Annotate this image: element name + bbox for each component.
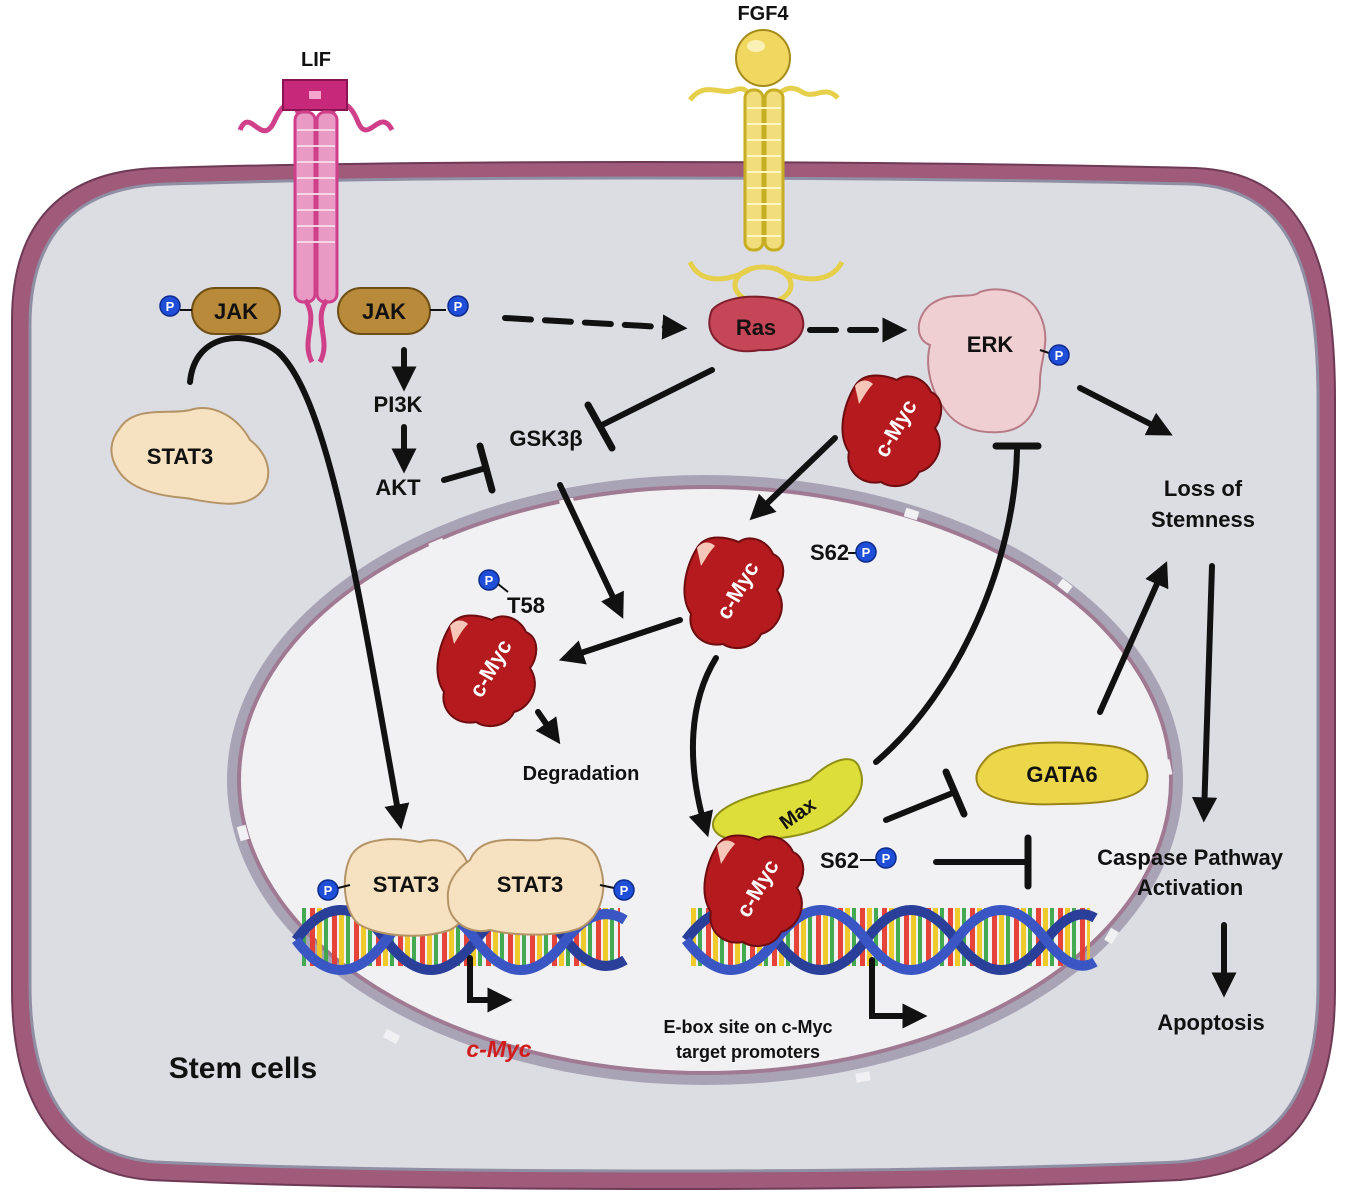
arrow-jak-ras: [502, 314, 688, 340]
inhibit-ras-gsk3b: [599, 367, 715, 428]
arrow-t58-degradation: [535, 709, 561, 745]
akt-label: AKT: [375, 475, 421, 500]
arrow-jak-stat3: [187, 335, 410, 830]
s62-bottom-label: S62: [820, 848, 859, 873]
phospho-label: P: [485, 573, 494, 588]
ebox-label-line1: E-box site on c-Myc: [663, 1017, 832, 1037]
phospho-label: P: [620, 883, 629, 898]
gata6-protein: GATA6: [975, 741, 1149, 806]
jak-right-label: JAK: [362, 299, 406, 324]
phospho-jak-left: P: [159, 295, 181, 317]
arrow-cmyc-dna: [688, 655, 719, 838]
cmyc-dna-bound: c-Myc: [703, 834, 805, 948]
cmyc-erk-bound: c-Myc: [841, 374, 943, 488]
ras-label: Ras: [736, 315, 776, 340]
phospho-stat3-right: P: [613, 879, 635, 901]
phospho-erk: P: [1048, 344, 1070, 366]
arrow-erk-loss: [1077, 385, 1173, 436]
phospho-s62-bottom: P: [875, 847, 897, 869]
loss-stemness-label-line1: Loss of: [1164, 476, 1243, 501]
erk-protein: ERK: [917, 288, 1047, 434]
arrow-erk-cmyc-nuclear: [749, 435, 838, 521]
inhibit-max-gata6: [883, 789, 958, 823]
lif-receptor: [237, 79, 395, 364]
phospho-stat3-left: P: [317, 879, 339, 901]
pathway-arrows: [187, 314, 1237, 998]
stem-cells-label: Stem cells: [169, 1052, 317, 1085]
fgf4-label: FGF4: [737, 3, 789, 25]
inhibit-max-erk: [873, 447, 1020, 765]
phospho-label: P: [1055, 348, 1064, 363]
phospho-label: P: [862, 545, 871, 560]
apoptosis-label: Apoptosis: [1157, 1010, 1265, 1035]
stat3-cytoplasmic: STAT3: [110, 407, 270, 505]
phospho-label: P: [166, 299, 175, 314]
ras-protein: Ras: [708, 295, 805, 353]
phospho-s62-top: P: [855, 541, 877, 563]
caspase-label-line2: Activation: [1137, 875, 1243, 900]
arrow-loss-caspase: [1191, 563, 1218, 823]
gsk3b-label: GSK3β: [509, 426, 582, 451]
jak-left: JAK: [191, 287, 281, 335]
phospho-t58: P: [478, 569, 500, 591]
lif-label: LIF: [301, 49, 331, 71]
fgf4-ligand-icon: [735, 29, 791, 87]
transcription-arrow-left: [467, 955, 513, 1013]
stat3-cyto-label: STAT3: [147, 444, 213, 469]
stat3-dimer-left: STAT3: [343, 838, 474, 937]
phospho-label: P: [454, 299, 463, 314]
cmyc-gene-label: c-Myc: [466, 1036, 531, 1062]
gata6-label: GATA6: [1026, 762, 1097, 787]
erk-label: ERK: [967, 332, 1014, 357]
phospho-label: P: [882, 851, 891, 866]
arrow-s62-t58: [558, 617, 683, 665]
jak-left-label: JAK: [214, 299, 258, 324]
phospho-label: P: [324, 883, 333, 898]
transcription-arrow-right: [869, 957, 928, 1029]
t58-label: T58: [507, 593, 545, 618]
pi3k-label: PI3K: [374, 392, 423, 417]
caspase-label-line1: Caspase Pathway: [1097, 845, 1284, 870]
stat3-dimer-right-label: STAT3: [497, 872, 563, 897]
ebox-label-line2: target promoters: [676, 1042, 820, 1062]
inhibit-akt-gsk3b: [441, 465, 489, 483]
max-protein: Max: [712, 758, 863, 842]
stat3-dimer-left-label: STAT3: [373, 872, 439, 897]
s62-top-label: S62: [810, 540, 849, 565]
arrow-gata6-loss: [1097, 561, 1169, 715]
jak-right: JAK: [337, 287, 431, 335]
cmyc-t58: c-Myc: [436, 614, 538, 728]
arrow-gsk3b-t58: [557, 482, 624, 619]
cmyc-s62-nuclear: c-Myc: [683, 536, 785, 650]
stat3-dimer-right: STAT3: [446, 837, 605, 936]
phospho-jak-right: P: [447, 295, 469, 317]
degradation-label: Degradation: [523, 763, 640, 785]
fgf-receptor: [687, 29, 845, 306]
loss-stemness-label-line2: Stemness: [1151, 507, 1255, 532]
